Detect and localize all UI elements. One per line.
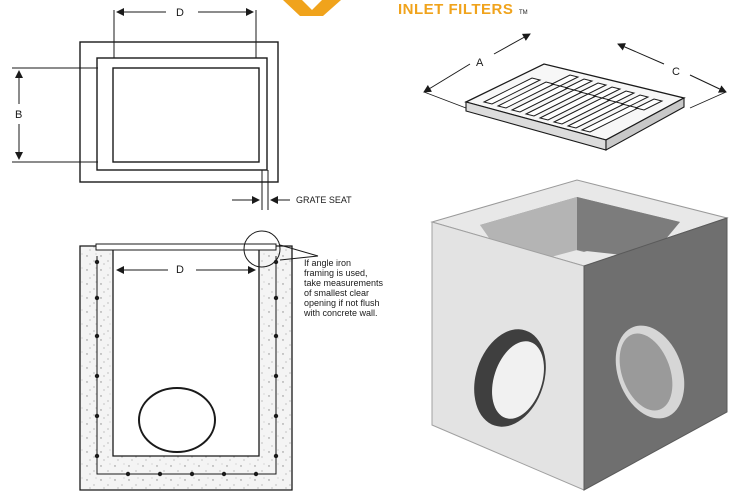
note-line-2: framing is used, xyxy=(304,268,368,278)
pipe-opening xyxy=(138,387,216,453)
note-leader-2 xyxy=(279,255,319,261)
concrete-wall xyxy=(79,245,293,491)
grate-slots xyxy=(482,74,664,133)
detail-circle xyxy=(243,230,281,268)
section-dim-d-label: D xyxy=(176,264,184,276)
grate-seat-frame xyxy=(96,57,268,171)
dim-c-label: C xyxy=(672,66,680,78)
grate-seat-label: GRATE SEAT xyxy=(296,195,352,205)
dim-c-arrow-right xyxy=(689,74,727,93)
brand-logo: INLET FILTERS TM xyxy=(283,0,528,18)
dim-a-ext xyxy=(423,91,467,109)
cube-right-hole-interior xyxy=(619,333,673,411)
grate-seat-lip xyxy=(95,243,277,251)
angle-iron-note: If angle iron framing is used, take meas… xyxy=(303,258,384,318)
cube-left-hole-interior xyxy=(492,341,544,419)
brand-tm: TM xyxy=(519,10,528,16)
note-line-6: with concrete wall. xyxy=(303,308,378,318)
dim-a-label: A xyxy=(476,57,484,69)
dim-a-arrow-right xyxy=(493,33,531,55)
dim-b-label: B xyxy=(15,109,22,121)
rebar-dots xyxy=(94,259,279,477)
note-line-1: If angle iron xyxy=(304,258,351,268)
catch-basin-cube xyxy=(430,179,729,491)
note-line-3: take measurements xyxy=(304,278,384,288)
note-leader xyxy=(279,244,319,257)
grate-iso xyxy=(423,33,727,151)
clear-opening xyxy=(112,67,260,163)
rebar-cage xyxy=(96,256,277,475)
note-line-5: opening if not flush xyxy=(304,298,380,308)
section-view xyxy=(79,230,319,491)
dim-c-arrow-left xyxy=(617,43,665,65)
logo-mark-icon xyxy=(283,0,341,16)
dim-c-ext xyxy=(689,91,727,109)
outer-frame xyxy=(79,41,279,183)
brand-name: INLET FILTERS xyxy=(398,1,513,18)
top-view xyxy=(12,8,290,210)
grate-side-edge xyxy=(605,97,685,151)
dim-a-arrow-left xyxy=(423,63,471,93)
note-line-4: of smallest clear xyxy=(304,288,369,298)
dim-d-label: D xyxy=(176,7,184,19)
